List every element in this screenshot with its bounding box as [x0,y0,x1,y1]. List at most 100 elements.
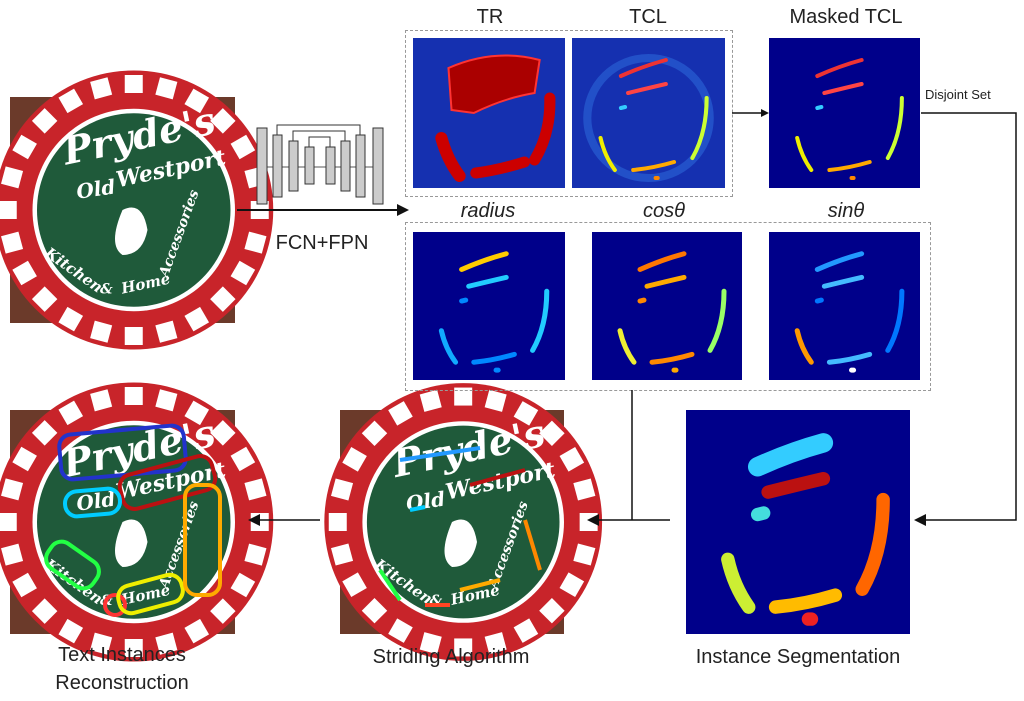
cos-map [592,232,742,380]
text-center-line [459,297,469,304]
checker-squares [328,387,598,657]
checker-square [419,632,442,655]
checker-square [0,201,17,219]
checker-square [331,543,354,566]
heatmap-regions [794,251,905,373]
checker-square [1,543,24,566]
checker-square [484,632,507,655]
text-center-line [631,160,677,172]
checker-square [419,389,442,412]
heatmap-regions [583,54,714,182]
text-center-line [768,588,843,614]
reconstruction-label-1: Text Instances [58,644,186,666]
text-center-line [530,288,550,353]
checker-square [124,387,143,405]
rooster [444,519,477,567]
text-center-line [885,96,904,160]
text-center-line [626,82,668,95]
checker-square [1,231,24,254]
checker-squares [0,387,269,657]
checker-square [124,75,143,93]
text-center-line [707,288,727,353]
network-label: FCN+FPN [275,232,369,254]
checker-square [573,543,596,566]
checker-square [184,306,210,332]
striding-image: Pryde'sOldWestportKitchen&HomeAccessorie… [324,383,603,661]
checker-square [484,389,507,412]
sign-text-old: Old [75,174,117,203]
heatmap-regions [617,251,727,373]
text-center-line [826,351,873,365]
text-center-line [827,160,872,172]
text-center-line [761,471,831,499]
input-image: Pryde'sOldWestportKitchen&HomeAccessorie… [0,70,274,350]
checker-square [155,389,178,412]
text-center-line [814,297,824,304]
tr-label: TR [476,6,504,28]
instance-outline [103,593,127,617]
checker-square [155,77,178,100]
background-noise [583,54,714,182]
stride-line [469,468,526,487]
checker-square [58,400,84,426]
stride-line [399,446,481,462]
checker-square [230,260,256,286]
text-center-line [618,105,628,110]
checker-square [31,598,58,624]
text-center-line [750,506,771,522]
checker-square [230,134,256,160]
instance-segmentation-label: Instance Segmentation [695,646,901,668]
checker-square [90,389,113,412]
text-center-line [459,251,509,272]
text-center-line [814,251,865,272]
tcl-label: TCL [629,6,667,28]
masked-tcl-map [769,38,920,188]
instance-outline [63,486,122,519]
stride-line [378,568,402,602]
checker-square [573,478,596,501]
checker-square [124,327,143,345]
checker-square [244,231,267,254]
text-center-line [598,136,617,172]
text-region [529,92,556,166]
checker-square [230,446,256,472]
text-center-line [885,288,905,353]
text-center-line [644,274,687,289]
checker-square [331,478,354,501]
checker-square [559,572,585,598]
text-center-line [815,105,824,110]
checker-square [12,446,37,472]
checker-square [90,632,113,655]
checker-square [454,387,473,406]
arrow-to-masked [732,109,769,117]
checker-square [0,513,17,531]
checker-square [31,420,58,446]
radius-label: radius [460,200,516,222]
checker-squares [0,75,269,345]
text-center-line [649,351,695,365]
checker-square [12,572,37,598]
checker-square [539,597,565,624]
checker-square [1,166,24,189]
text-center-line [637,251,687,272]
tr-map [413,38,565,188]
text-center-line [795,136,814,172]
checker-square [12,134,37,160]
sign-text-amp: & [100,282,113,298]
fcn-fpn-network-icon [256,124,384,205]
checker-square [454,638,473,657]
checker-square [342,446,367,472]
arrow-to-reconstruction [248,514,320,526]
checker-square [342,572,367,598]
checker-square [155,632,178,655]
checker-square [1,478,24,501]
checker-square [230,572,256,598]
sin-map [769,232,920,380]
heatmap-background [572,38,725,188]
text-center-line [618,58,668,78]
reconstruction-label-2: Reconstruction [55,672,189,694]
rooster [115,519,148,567]
checker-square [31,286,58,312]
heatmap-regions [438,251,550,373]
